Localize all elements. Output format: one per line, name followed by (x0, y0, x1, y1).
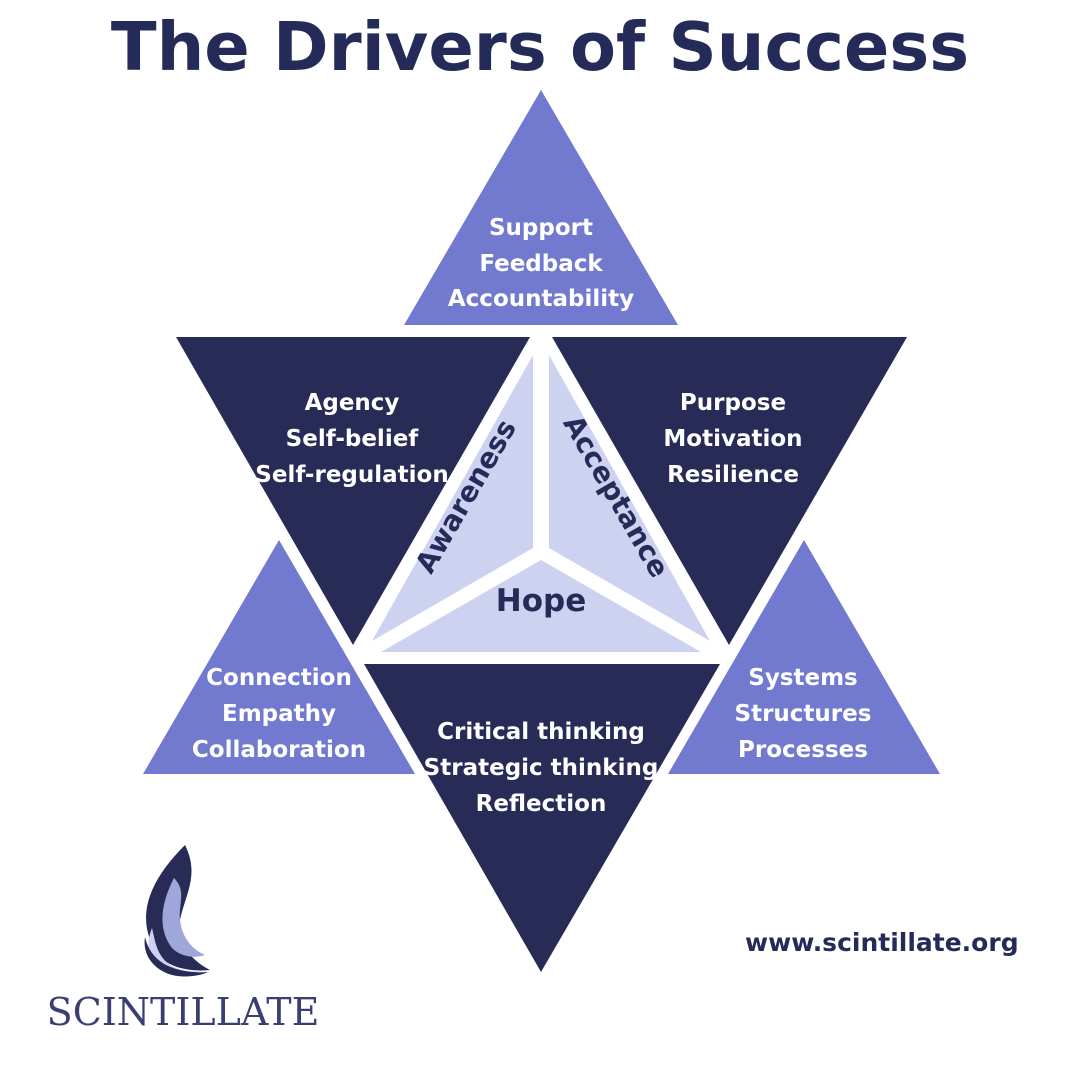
upper-right-label-3: Resilience (667, 462, 799, 488)
upper-right-label-2: Motivation (663, 426, 802, 452)
lower-left-label-1: Connection (206, 665, 352, 691)
triangle-upper-right (552, 337, 907, 645)
triangle-top (404, 90, 678, 325)
triangle-upper-left (176, 337, 530, 645)
bottom-label-1: Critical thinking (437, 719, 645, 745)
center-segment-right (549, 355, 710, 641)
top-label-1: Support (489, 215, 593, 241)
triangle-lower-right (668, 540, 940, 774)
bottom-label-3: Reflection (476, 791, 607, 817)
center-segment-bottom (381, 560, 701, 652)
bottom-label-2: Strategic thinking (424, 755, 659, 781)
lower-left-label-2: Empathy (222, 701, 336, 727)
top-label-2: Feedback (479, 251, 603, 277)
upper-left-label-3: Self-regulation (255, 462, 448, 488)
top-label-3: Accountability (448, 286, 634, 312)
upper-left-label-1: Agency (305, 390, 400, 416)
page-title: The Drivers of Success (110, 8, 970, 86)
brand-logo: SCINTILLATE (47, 845, 320, 1034)
brand-name: SCINTILLATE (47, 990, 320, 1034)
website-url[interactable]: www.scintillate.org (745, 928, 1019, 957)
lower-right-label-1: Systems (748, 665, 858, 691)
triangle-lower-left (143, 540, 415, 774)
center-label-hope: Hope (496, 583, 586, 619)
lower-left-label-3: Collaboration (192, 737, 366, 763)
flame-icon (144, 845, 210, 977)
lower-right-label-2: Structures (735, 701, 872, 727)
center-triangle (372, 355, 710, 652)
upper-left-label-2: Self-belief (286, 426, 420, 452)
triangle-bottom (364, 664, 720, 972)
lower-right-label-3: Processes (738, 737, 868, 763)
upper-right-label-1: Purpose (680, 390, 786, 416)
center-segment-left (372, 355, 533, 641)
